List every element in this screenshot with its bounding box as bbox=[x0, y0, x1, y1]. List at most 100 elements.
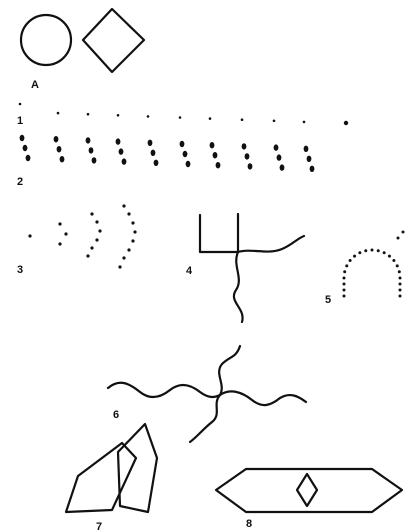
dot bbox=[398, 276, 402, 280]
dot bbox=[146, 115, 150, 118]
dot bbox=[212, 152, 218, 159]
dot bbox=[244, 153, 250, 160]
dot bbox=[370, 248, 374, 252]
dot bbox=[342, 294, 346, 298]
dot bbox=[342, 288, 346, 292]
dot bbox=[382, 251, 386, 255]
label-1: 1 bbox=[17, 115, 23, 127]
dot bbox=[396, 236, 400, 240]
dot bbox=[247, 163, 253, 170]
dot bbox=[91, 157, 97, 164]
dot bbox=[118, 148, 124, 155]
dot bbox=[240, 118, 244, 121]
dot bbox=[364, 249, 368, 253]
dot bbox=[279, 164, 285, 171]
dot bbox=[215, 162, 221, 169]
dot bbox=[90, 212, 94, 216]
dot bbox=[116, 114, 120, 117]
dot bbox=[209, 142, 215, 149]
diamond-shape bbox=[81, 7, 146, 74]
circle-shape bbox=[19, 13, 73, 67]
inner-diamond bbox=[295, 472, 319, 508]
dot bbox=[64, 232, 68, 236]
dot bbox=[343, 270, 347, 274]
dot bbox=[131, 221, 135, 225]
panel-2-dot-groups bbox=[19, 134, 315, 172]
dot bbox=[208, 117, 212, 120]
dot bbox=[18, 102, 22, 106]
dot bbox=[127, 248, 131, 252]
panel-7-polygons: 7 bbox=[64, 422, 159, 532]
branch-line bbox=[236, 234, 306, 254]
wave-left bbox=[106, 381, 222, 399]
dot bbox=[241, 143, 247, 150]
dot bbox=[115, 138, 121, 145]
dot bbox=[398, 288, 402, 292]
dot bbox=[98, 229, 102, 233]
dot bbox=[19, 134, 25, 142]
dot bbox=[395, 264, 399, 268]
dot bbox=[342, 276, 346, 280]
dot bbox=[178, 116, 182, 119]
wave-up bbox=[218, 344, 242, 397]
panel-1-dot-row bbox=[18, 102, 349, 126]
polygon-right bbox=[116, 422, 159, 514]
dot bbox=[25, 154, 31, 162]
dot bbox=[58, 242, 62, 246]
hexagon-shape bbox=[214, 467, 404, 514]
dot bbox=[147, 139, 153, 146]
dot bbox=[272, 119, 276, 123]
dot bbox=[397, 270, 401, 274]
polygon-left bbox=[64, 441, 138, 514]
label-3: 3 bbox=[17, 264, 23, 276]
panel-5-dotted-arch bbox=[342, 230, 405, 298]
label-5: 5 bbox=[325, 294, 331, 306]
dot bbox=[273, 144, 279, 151]
dot bbox=[127, 212, 131, 216]
label-2: 2 bbox=[17, 176, 23, 188]
dot bbox=[88, 147, 94, 154]
dot bbox=[185, 160, 191, 168]
dot bbox=[121, 158, 127, 165]
dot bbox=[58, 222, 62, 226]
dot bbox=[22, 144, 28, 152]
label-a: A bbox=[31, 79, 39, 91]
dot bbox=[122, 256, 126, 260]
panel-6-wavy-lines: 6 bbox=[106, 344, 308, 444]
dot bbox=[133, 230, 137, 234]
dot bbox=[59, 156, 65, 163]
dot bbox=[86, 254, 90, 258]
dot bbox=[376, 249, 380, 253]
dot bbox=[345, 264, 349, 268]
dot bbox=[86, 112, 90, 116]
panel-3-dot-arcs bbox=[28, 204, 137, 269]
dot bbox=[392, 259, 396, 263]
label-6: 6 bbox=[113, 409, 119, 421]
wave-down bbox=[188, 393, 222, 444]
dot bbox=[131, 239, 135, 243]
dot bbox=[179, 140, 185, 148]
dot bbox=[95, 220, 99, 224]
dot bbox=[150, 149, 156, 156]
label-4: 4 bbox=[186, 265, 193, 277]
dot bbox=[53, 136, 59, 143]
dot bbox=[118, 265, 122, 269]
label-7: 7 bbox=[96, 521, 102, 532]
label-8: 8 bbox=[246, 518, 252, 530]
bracket-line bbox=[198, 212, 240, 254]
dot bbox=[343, 120, 349, 126]
dot bbox=[398, 282, 402, 286]
dot bbox=[95, 238, 99, 242]
dot bbox=[122, 204, 126, 208]
dot bbox=[153, 159, 159, 166]
dot bbox=[85, 137, 91, 144]
dot bbox=[302, 120, 306, 124]
dot bbox=[353, 254, 357, 258]
wave-right bbox=[218, 390, 308, 407]
dot bbox=[28, 234, 32, 238]
dot bbox=[387, 254, 391, 258]
dot bbox=[358, 251, 362, 255]
dot bbox=[401, 230, 405, 234]
panel-8-hexagon: 8 bbox=[214, 467, 404, 530]
